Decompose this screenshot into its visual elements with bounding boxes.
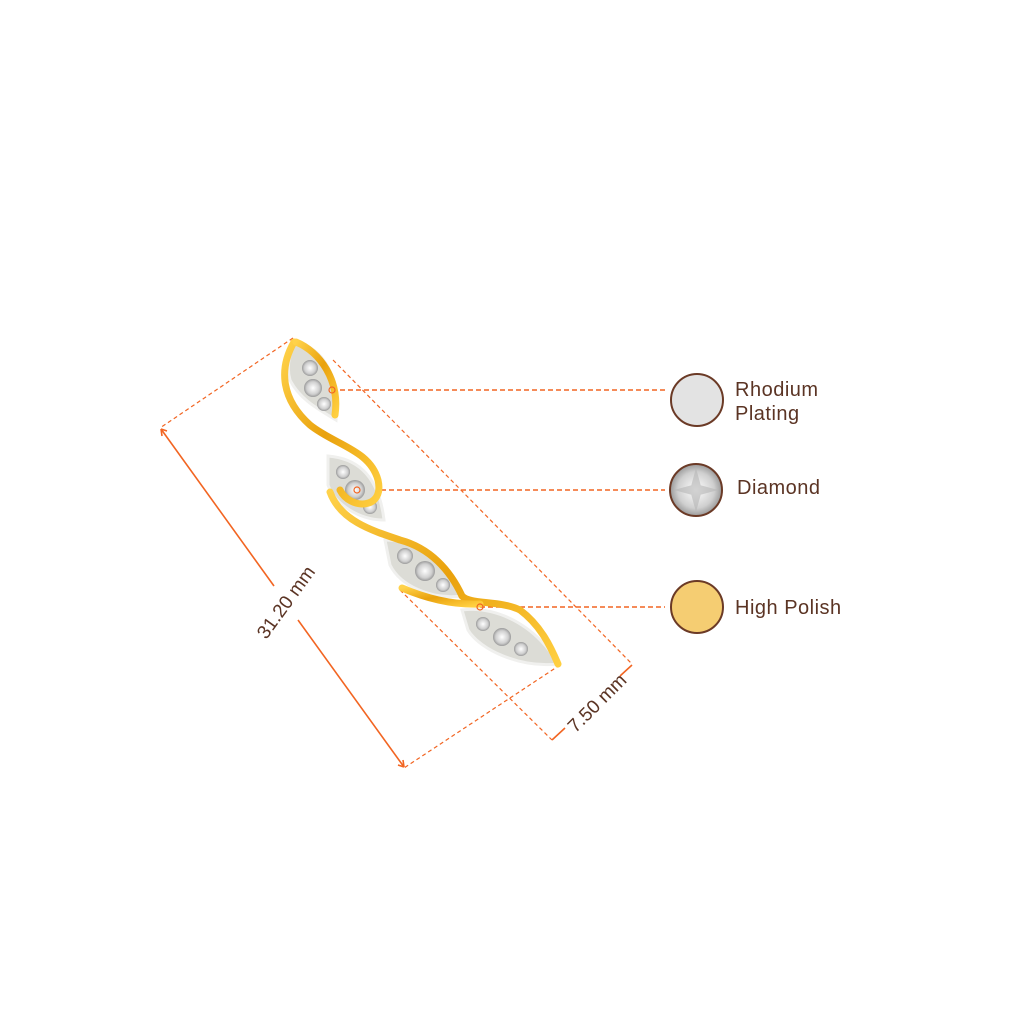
length-arrow xyxy=(160,428,405,768)
length-guide-bottom xyxy=(403,664,561,769)
width-arrow xyxy=(551,664,633,741)
earring-product-image xyxy=(281,338,562,668)
diamond-swatch-icon xyxy=(669,463,723,517)
legend-high-polish: High Polish xyxy=(735,597,842,619)
legend-label: Rhodium xyxy=(735,379,819,401)
high-polish-swatch-icon xyxy=(670,580,724,634)
length-guide-top xyxy=(159,337,294,429)
width-guide-left xyxy=(399,589,553,741)
dimension-guides xyxy=(159,337,633,769)
rhodium-swatch-icon xyxy=(670,373,724,427)
legend-diamond: Diamond xyxy=(737,477,821,499)
leader-lines xyxy=(332,389,665,608)
width-guide-right xyxy=(332,359,633,665)
legend-label: Plating xyxy=(735,403,800,425)
diamond-stones xyxy=(302,360,528,656)
legend-rhodium-plating: Rhodium Plating xyxy=(735,378,819,426)
